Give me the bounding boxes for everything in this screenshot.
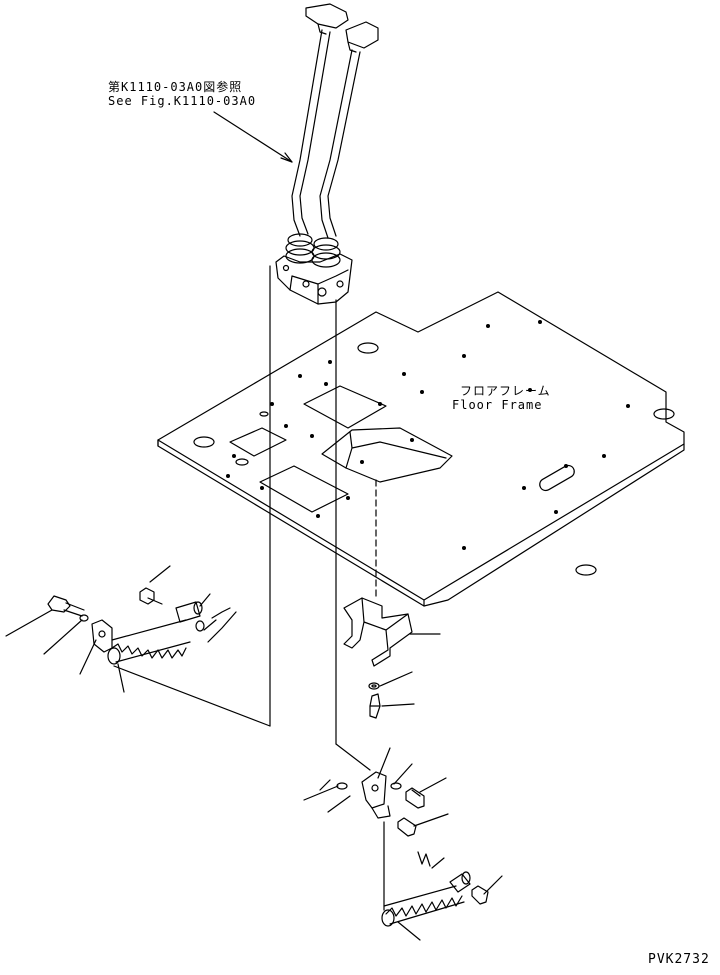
alignment-lines [113, 265, 385, 911]
left-linkage [47, 587, 237, 665]
drawing-code: PVK2732 [648, 952, 710, 967]
floor-frame-label-jp: フロアフレーム [460, 384, 551, 398]
right-linkage [319, 771, 489, 927]
pedal-bracket [343, 597, 413, 719]
floor-frame-label-en: Floor Frame [452, 398, 543, 412]
floor-frame-plate [157, 291, 685, 607]
control-lever-assembly [275, 3, 379, 305]
callout-leaders [5, 565, 503, 941]
reference-label-en: See Fig.K1110-03A0 [108, 94, 257, 108]
reference-leader [213, 111, 293, 163]
reference-label-jp: 第K1110-03A0図参照 [108, 80, 243, 94]
floor-holes [226, 320, 630, 550]
